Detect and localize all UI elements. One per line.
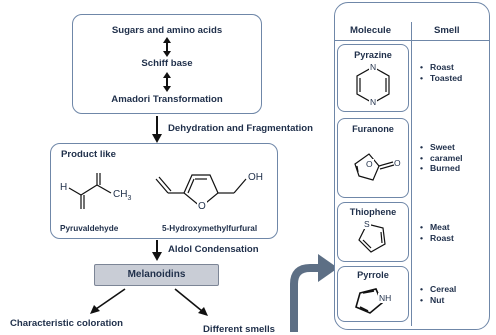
step-schiff: Schiff base	[141, 58, 193, 69]
molecule-cell	[337, 266, 409, 322]
step-sugars: Sugars and amino acids	[111, 25, 223, 36]
table-header-smell: Smell	[434, 25, 460, 36]
smell-item: Cereal	[420, 284, 456, 295]
smell-list: Roast Toasted	[420, 62, 462, 83]
maillard-steps-box	[72, 14, 262, 114]
molecule-name: Furanone	[352, 124, 394, 134]
pyruvaldehyde-label: Pyruvaldehyde	[60, 224, 119, 233]
atom-ch3-subscript: 3	[127, 195, 132, 202]
melanoidins-box: Melanoidins	[94, 264, 219, 286]
smell-list: Meat Roast	[420, 222, 454, 243]
aldol-label: Aldol Condensation	[168, 244, 259, 255]
atom-n: N	[369, 97, 378, 107]
double-arrow-icon	[163, 37, 171, 57]
table-header-molecule: Molecule	[350, 25, 392, 36]
atom-o: O	[394, 158, 401, 168]
smell-item: Nut	[420, 295, 456, 306]
smell-item: caramel	[420, 153, 463, 164]
atom-nh: NH	[378, 293, 393, 303]
product-title: Product like	[61, 149, 116, 160]
smell-list: Cereal Nut	[420, 284, 456, 305]
smell-item: Roast	[420, 62, 462, 73]
table-column-divider	[411, 22, 412, 326]
molecule-name: Pyrrole	[357, 270, 389, 280]
split-arrows-icon	[90, 288, 208, 316]
smell-item: Burned	[420, 163, 463, 174]
atom-o-ring: O	[197, 201, 207, 212]
smell-item: Toasted	[420, 73, 462, 84]
atom-o: O	[365, 159, 374, 169]
atom-ch: CH	[113, 189, 128, 200]
molecule-cell	[337, 202, 409, 262]
outcome-smells: Different smells	[203, 324, 275, 335]
atom-s: S	[363, 219, 371, 229]
atom-ch3: CH3	[113, 189, 131, 202]
atom-h: H	[60, 182, 68, 193]
molecule-name: Thiophene	[349, 207, 397, 217]
curved-arrow-icon	[290, 254, 338, 332]
smell-item: Meat	[420, 222, 454, 233]
smell-list: Sweet caramel Burned	[420, 142, 463, 174]
smell-item: Sweet	[420, 142, 463, 153]
smell-item: Roast	[420, 233, 454, 244]
atom-oh: OH	[248, 172, 263, 183]
molecule-name: Pyrazine	[354, 50, 392, 60]
down-arrow-icon	[152, 240, 162, 261]
down-arrow-icon	[152, 116, 162, 143]
outcome-coloration: Characteristic coloration	[10, 318, 124, 329]
atom-n: N	[369, 62, 378, 72]
table-header-divider	[334, 40, 490, 41]
pyrrole-structure	[355, 288, 383, 314]
hmf-label: 5-Hydroxymethylfurfural	[162, 224, 258, 233]
thiophene-structure	[358, 223, 386, 253]
double-arrow-icon	[163, 72, 171, 92]
furanone-structure	[354, 153, 395, 181]
pyruvaldehyde-structure	[68, 173, 112, 209]
dehydration-label: Dehydration and Fragmentation	[168, 123, 313, 134]
step-amadori: Amadori Transformation	[111, 94, 223, 105]
